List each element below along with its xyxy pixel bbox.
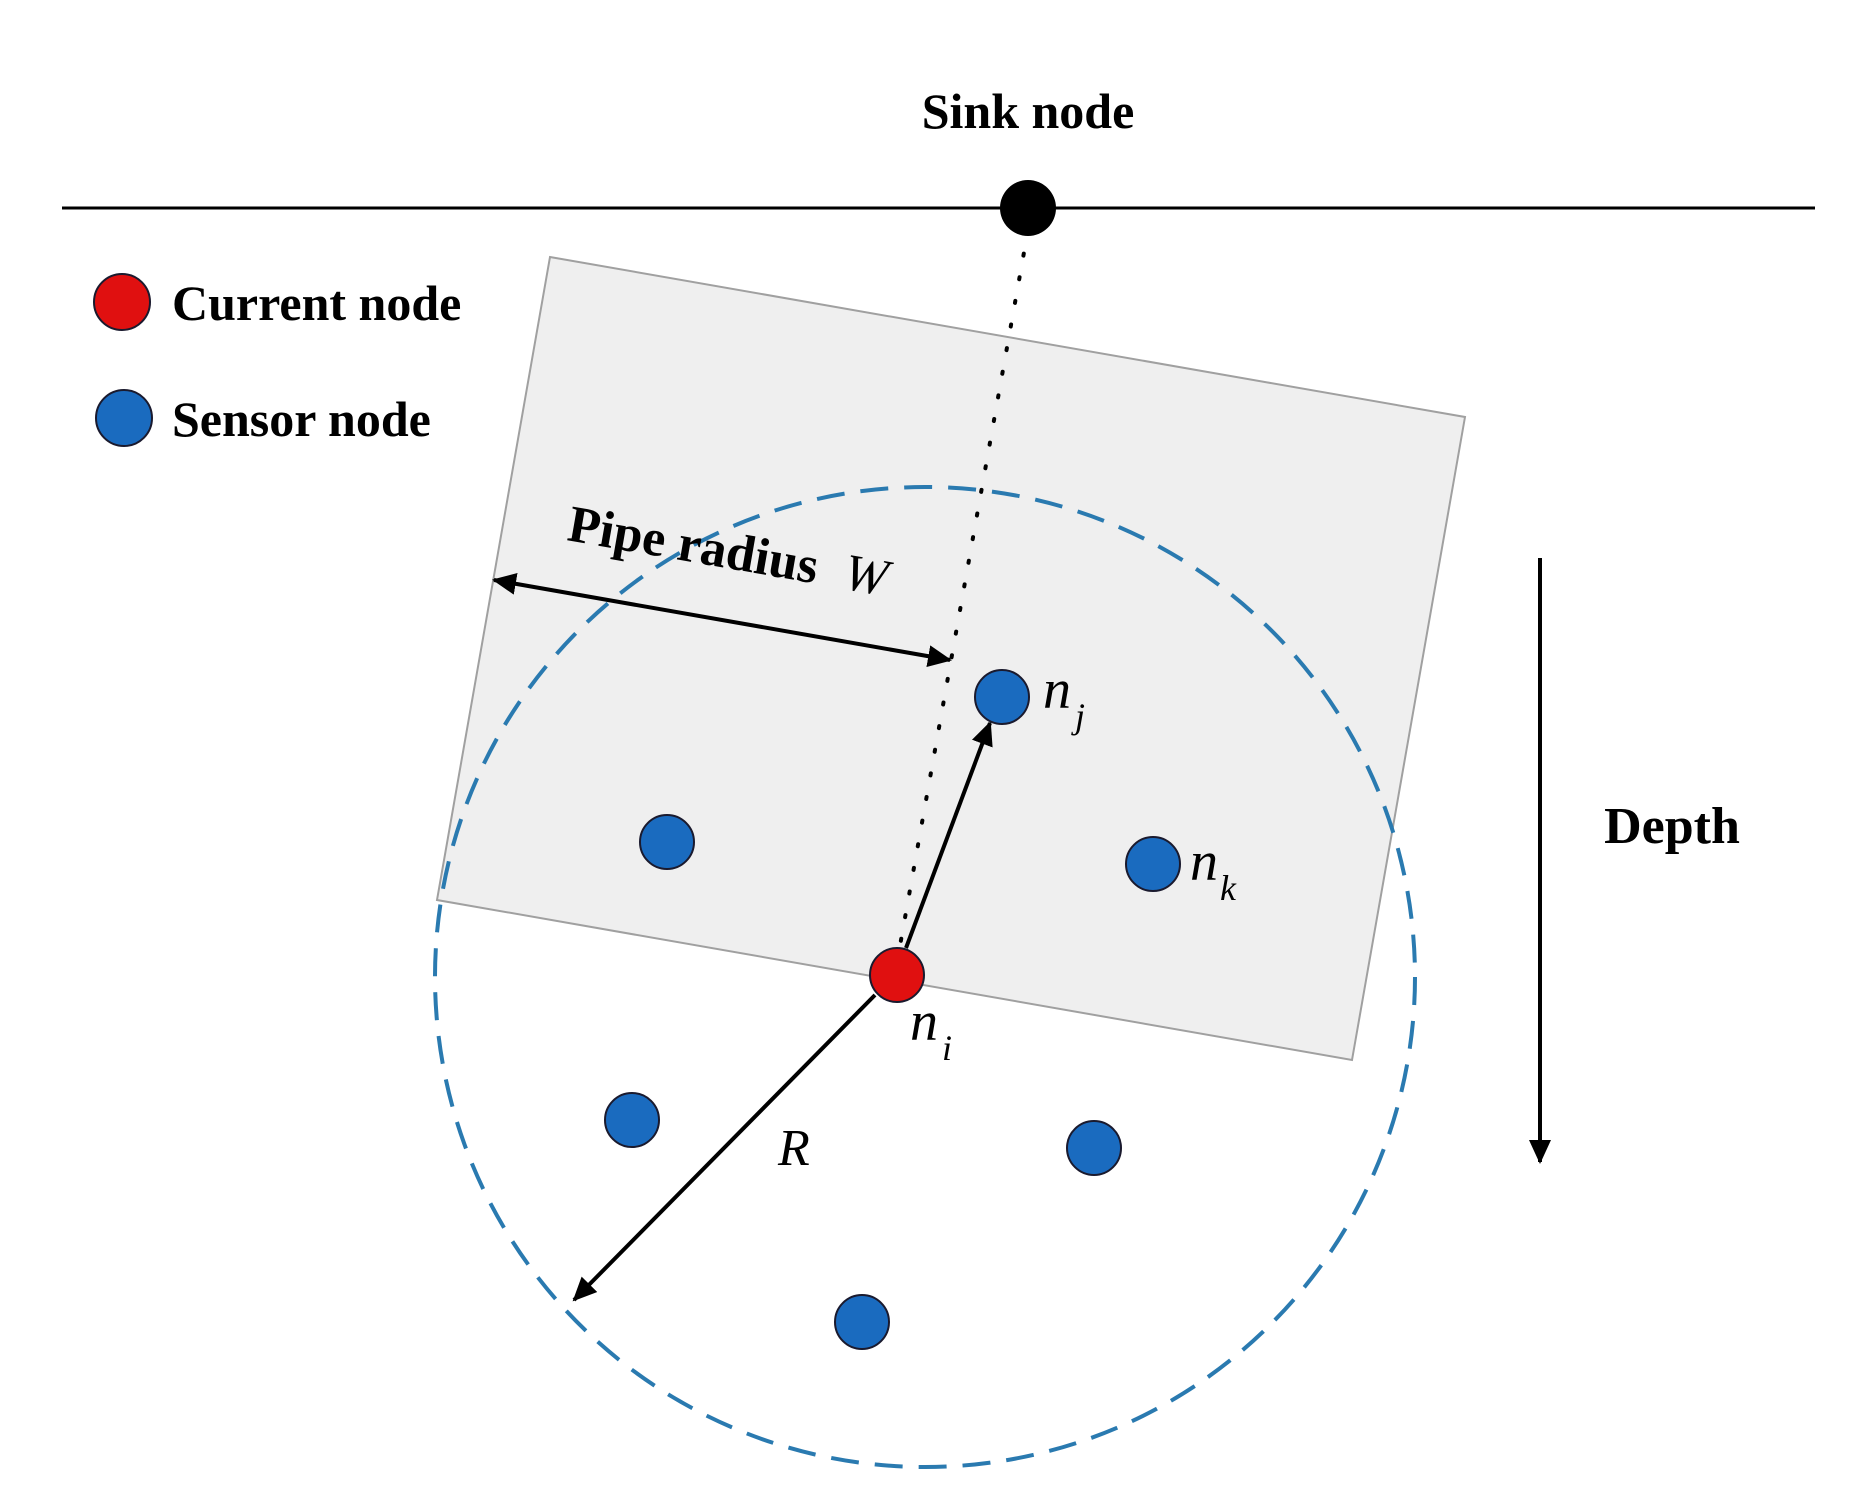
transmission-range-circle (433, 485, 1417, 1469)
legend-current-node-swatch (93, 273, 151, 331)
sensor-node (639, 814, 695, 870)
current-to-nj-arrow (904, 721, 993, 949)
pipe-radius-arrow (492, 572, 952, 668)
sensor-node (834, 1294, 890, 1350)
legend: Current node Sensor node (93, 273, 461, 447)
legend-item-sensor-node: Sensor node (95, 389, 431, 447)
sensor-node (604, 1092, 660, 1148)
sensor-node (1066, 1120, 1122, 1176)
sensor-node-nk (1125, 836, 1181, 892)
sink-to-current-dotted-line (894, 228, 1030, 970)
range-radius-arrow (572, 993, 877, 1302)
depth-label: Depth (1604, 798, 1740, 855)
current-node-ni (869, 947, 925, 1003)
legend-item-current-node: Current node (93, 273, 461, 331)
legend-sensor-node-label: Sensor node (172, 391, 431, 447)
sink-node-label: Sink node (922, 83, 1135, 139)
sink-node (1000, 180, 1056, 236)
range-radius-label: R (777, 1120, 810, 1177)
legend-current-node-label: Current node (172, 275, 461, 331)
node-label-nk: nk (1190, 831, 1237, 908)
sensor-node-nj (974, 669, 1030, 725)
legend-sensor-node-swatch (95, 389, 153, 447)
